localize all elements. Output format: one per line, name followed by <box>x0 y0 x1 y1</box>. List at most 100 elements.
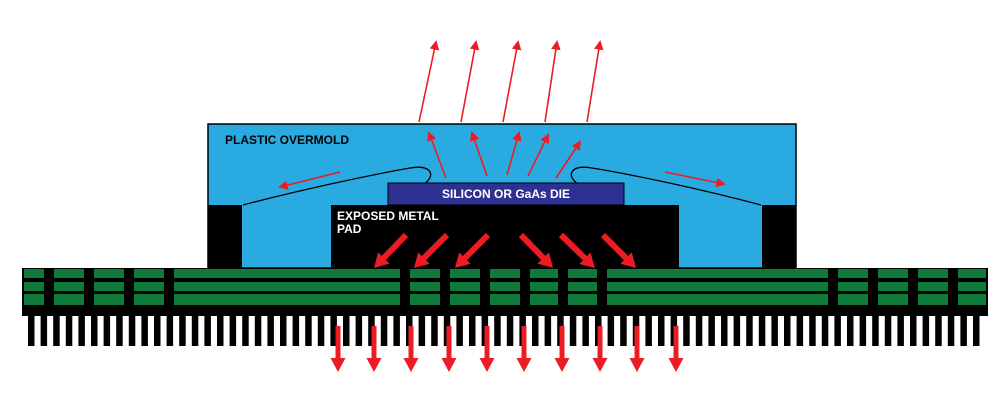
heat-arrows-above-package <box>418 40 604 123</box>
via <box>558 268 568 306</box>
heat-arrow-into-board <box>558 232 595 268</box>
heatsink-fin <box>179 316 186 346</box>
heatsink-fin <box>506 316 514 346</box>
heatsink-fin <box>620 316 627 346</box>
pcb-copper-layer-3 <box>24 294 986 305</box>
exposed-metal-pad <box>331 205 679 268</box>
heatsink-fin <box>884 316 892 346</box>
heatsink-fin <box>821 316 829 346</box>
heatsink-fin <box>53 316 60 346</box>
heatsink-fin <box>280 316 287 346</box>
pad-label-line1: EXPOSED METAL <box>337 209 439 223</box>
heatsink-fin <box>28 316 35 346</box>
heatsink-fin <box>683 316 690 346</box>
heatsink-fin <box>784 316 791 346</box>
heatsink-fin <box>65 316 73 346</box>
heatsink-fin <box>292 316 300 346</box>
heat-arrows-from-die <box>427 131 582 179</box>
via <box>868 268 878 306</box>
heatsink-fin <box>317 316 325 346</box>
via <box>44 268 54 306</box>
heatsink-fin <box>305 316 312 346</box>
heat-arrows-into-board <box>374 232 636 268</box>
via <box>124 268 134 306</box>
heatsink-fin <box>897 316 904 346</box>
via <box>908 268 918 306</box>
heat-arrow-die-up <box>469 131 488 177</box>
heatsink-fin <box>872 316 879 346</box>
heatsink-fin <box>935 316 942 346</box>
heat-arrow-down <box>668 326 684 372</box>
heatsink-fin <box>204 316 211 346</box>
heatsink-fin <box>103 316 111 346</box>
left-lead <box>208 205 242 268</box>
heatsink-fin <box>809 316 816 346</box>
heat-arrow-down <box>629 326 645 372</box>
heat-arrow-down <box>403 326 419 372</box>
heatsink-fin <box>960 316 967 346</box>
heat-arrow-up <box>502 40 522 123</box>
heat-arrow-right <box>664 171 726 188</box>
right-lead <box>762 205 796 268</box>
heatsink-fin <box>582 316 589 346</box>
heat-arrow-up <box>418 40 440 123</box>
heatsink-fin <box>242 316 249 346</box>
pcb-copper-layer-1 <box>24 269 986 278</box>
heatsink-fins <box>28 316 980 346</box>
heat-arrow-up <box>586 40 604 123</box>
via <box>597 268 607 306</box>
heat-arrow-up <box>544 40 561 123</box>
heatsink-fin <box>708 316 715 346</box>
heat-arrow-into-board <box>600 232 636 268</box>
heat-arrow-down <box>366 326 382 372</box>
pcb-copper-layer-2 <box>24 282 986 291</box>
heatsink-fin <box>91 316 98 346</box>
heatsink-fin <box>128 316 136 346</box>
heatsink-fin <box>355 316 363 346</box>
heatsink-fin <box>418 316 426 346</box>
pcb-board <box>22 268 988 346</box>
heatsink-fin <box>796 316 804 346</box>
heat-arrow-down <box>330 326 346 372</box>
via <box>828 268 838 306</box>
heatsink-fin <box>658 316 665 346</box>
heat-arrow-up <box>460 40 480 123</box>
heatsink-fin <box>847 316 854 346</box>
heatsink-fin <box>431 316 438 346</box>
overmold-label: PLASTIC OVERMOLD <box>225 133 349 147</box>
pad-label-line2: PAD <box>337 222 362 236</box>
heat-arrow-left <box>278 171 341 190</box>
via <box>400 268 410 306</box>
die-label: SILICON OR GaAs DIE <box>442 187 570 201</box>
heat-arrow-into-board <box>518 232 553 268</box>
heat-arrow-die-up <box>527 133 549 177</box>
heatsink-fin <box>910 316 917 346</box>
heatsink-fin <box>859 316 867 346</box>
heat-arrow-down <box>479 326 495 372</box>
via <box>480 268 490 306</box>
via <box>84 268 94 306</box>
heatsink-fin <box>217 316 224 346</box>
heatsink-fin <box>166 316 174 346</box>
heatsink-fin <box>494 316 501 346</box>
heat-arrow-die-up <box>427 131 447 179</box>
heat-arrow-down <box>516 326 532 372</box>
heatsink-fin <box>746 316 753 346</box>
heat-arrow-down <box>441 326 457 372</box>
heatsink-fin <box>254 316 262 346</box>
heat-arrow-into-board <box>455 232 491 268</box>
heatsink-fin <box>695 316 703 346</box>
heatsink-fin <box>922 316 930 346</box>
heatsink-fin <box>544 316 552 346</box>
heat-arrow-down <box>592 326 608 372</box>
via <box>164 268 174 306</box>
heatsink-fin <box>973 316 980 346</box>
heatsink-fin <box>947 316 955 346</box>
silicon-die <box>387 182 625 206</box>
via <box>440 268 450 306</box>
heatsink-fin <box>607 316 615 346</box>
heat-arrow-die-up <box>506 131 522 176</box>
heat-arrow-down <box>554 326 570 372</box>
heatsink-fin <box>380 316 388 346</box>
heatsink-fin <box>343 316 350 346</box>
